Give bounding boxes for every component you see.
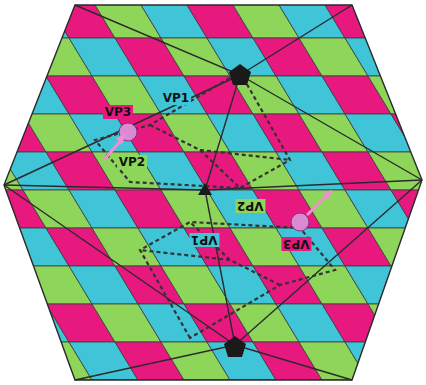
protomer-outline xyxy=(95,72,335,338)
capsid-tile xyxy=(138,380,207,385)
protein-label: VP3 xyxy=(281,237,311,251)
capsid-tile xyxy=(414,380,426,385)
protein-label: VP1 xyxy=(189,233,219,247)
capsid-tile xyxy=(0,380,69,385)
capsid-tile xyxy=(414,228,426,266)
capsid-tile xyxy=(368,228,426,266)
capsid-tile xyxy=(414,304,426,342)
capsid-tile xyxy=(276,380,345,385)
face-edges xyxy=(4,5,422,380)
capsid-tile xyxy=(0,342,46,380)
protein-label: VP2 xyxy=(117,155,147,169)
capsid-tile xyxy=(0,304,23,342)
capsid-tile xyxy=(391,190,426,228)
capsid-tile xyxy=(414,0,426,38)
capsid-tile xyxy=(345,266,414,304)
capsid-tile xyxy=(391,342,426,380)
capsid-tile xyxy=(46,380,115,385)
capsid-tile xyxy=(368,76,426,114)
capsid-tile xyxy=(414,76,426,114)
capsid-tile xyxy=(0,0,23,38)
capsid-tile xyxy=(391,38,426,76)
capsid-tile xyxy=(0,0,69,38)
capsid-tile xyxy=(322,380,391,385)
capsid-tile xyxy=(322,304,391,342)
capsid-tile xyxy=(0,228,23,266)
capsid-tile xyxy=(345,38,414,76)
capsid-tile xyxy=(0,380,23,385)
protein-label: VP3 xyxy=(103,105,133,119)
capsid-tile xyxy=(368,380,426,385)
protein-label: VP1 xyxy=(161,91,191,105)
binding-site xyxy=(104,123,332,231)
capsid-tile xyxy=(345,342,414,380)
capsid-tile xyxy=(391,266,426,304)
capsid-tile xyxy=(184,380,253,385)
capsid-tile xyxy=(368,0,426,38)
protein-label: VP2 xyxy=(235,199,265,213)
capsid-tile xyxy=(0,38,46,76)
capsid-tile xyxy=(92,380,161,385)
capsid-tile xyxy=(0,76,23,114)
capsid-tile xyxy=(230,380,299,385)
